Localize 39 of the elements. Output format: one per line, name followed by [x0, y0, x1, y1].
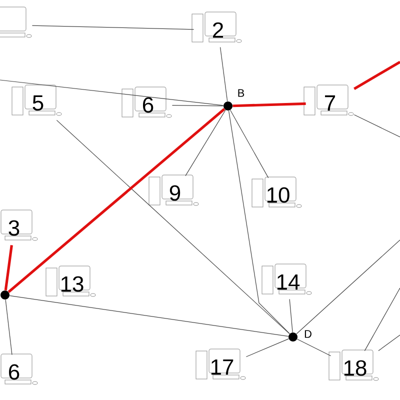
- connector-line: [246, 338, 289, 358]
- junction-dot: [224, 102, 232, 110]
- connector-line: [232, 102, 306, 108]
- junction-dot: [288, 332, 298, 342]
- computer: 6: [122, 86, 172, 118]
- connector-line: [289, 298, 293, 333]
- connector-line: [0, 80, 224, 106]
- computer: 2: [192, 12, 242, 43]
- connector-line: [354, 60, 400, 90]
- connector-line: [5, 299, 12, 356]
- computer: 6: [0, 354, 38, 385]
- connector-line: [32, 25, 194, 30]
- computer: 5: [12, 84, 62, 116]
- connector-line: [172, 105, 224, 106]
- computer: 9: [148, 174, 199, 206]
- connector-line: [296, 240, 400, 334]
- computer: 17: [196, 348, 246, 380]
- connector-line: [56, 120, 290, 334]
- connector-line: [228, 110, 290, 334]
- connector-line: [364, 288, 400, 352]
- computer: 7: [304, 84, 354, 116]
- computer: 18: [328, 350, 379, 381]
- junction-dot: [0, 290, 10, 300]
- computer: [0, 6, 32, 38]
- connector-line: [230, 110, 269, 178]
- connector-line: [220, 46, 228, 102]
- computer: 3: [0, 210, 38, 241]
- connector-line: [296, 338, 332, 356]
- connector-line: [378, 334, 400, 352]
- connector-line: [8, 108, 226, 293]
- computer: 13: [46, 266, 96, 297]
- node-label: D: [304, 330, 312, 338]
- connector-line: [4, 245, 13, 291]
- connector-line: [354, 114, 400, 138]
- connector-line: [9, 295, 289, 337]
- node-label: B: [238, 89, 244, 97]
- connector-line: [185, 110, 226, 176]
- computer: 14: [262, 264, 312, 295]
- computer: 10: [252, 176, 302, 208]
